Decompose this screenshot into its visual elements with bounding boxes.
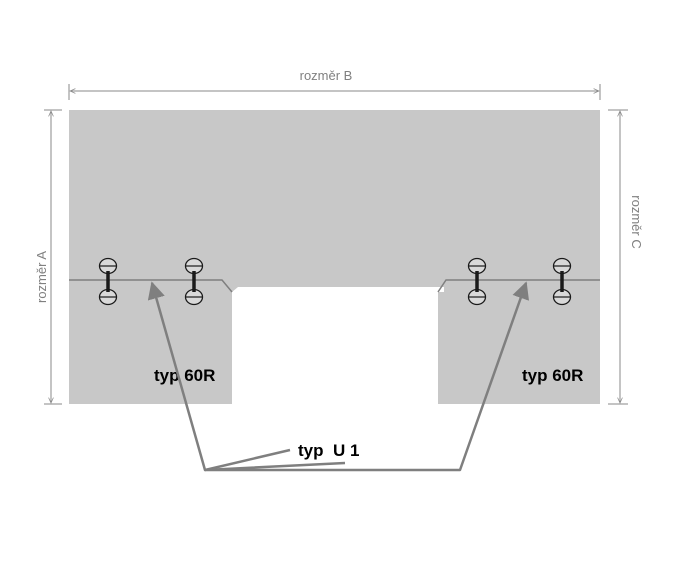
seam-line (69, 279, 600, 293)
u1-pointer-line (204, 283, 526, 472)
left-panel-type-label: typ 60R (154, 366, 215, 385)
dimension-b-label: rozměr B (300, 68, 353, 83)
connector (98, 257, 118, 306)
u1-type-label: typ U 1 (298, 441, 359, 460)
right-panel-type-label: typ 60R (522, 366, 583, 385)
panel-shape (69, 110, 600, 404)
dimension-a: rozměr A (34, 109, 62, 405)
connector (552, 257, 572, 306)
connector (184, 257, 204, 306)
dimension-b: rozměr B (68, 68, 601, 100)
dimension-c-label: rozměr C (629, 195, 644, 248)
connector (467, 257, 487, 306)
dimension-a-label: rozměr A (34, 251, 49, 303)
dimension-c: rozměr C (608, 109, 644, 405)
